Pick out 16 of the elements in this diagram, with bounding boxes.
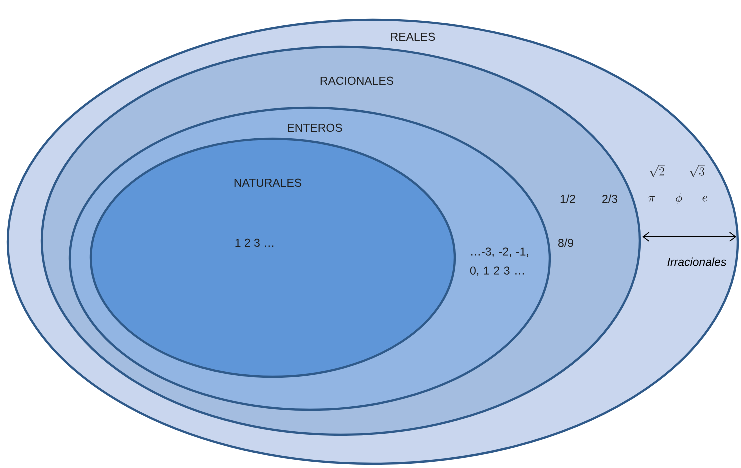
symbol-label: $e$	[702, 196, 708, 202]
symbol-label: $\phi$	[676, 194, 682, 204]
symbol-label: $\sqrt{3}$	[690, 165, 705, 178]
set-label: RACIONALES	[320, 76, 394, 86]
set-label: NATURALES	[234, 178, 302, 188]
symbol-label: $\sqrt{2}$	[650, 165, 665, 178]
number-label: 1/2	[560, 194, 576, 204]
number-label: 1 2 3 …	[236, 238, 274, 248]
double-arrow	[642, 232, 737, 242]
number-label: 2/3	[602, 194, 618, 204]
number-list: …-3, -2, -1, 0, 1 2 3 …	[470, 248, 528, 276]
set-label: REALES	[391, 32, 436, 42]
edge-label: Irracionales	[668, 258, 726, 266]
number-label: 8/9	[558, 238, 574, 248]
symbol-label: $\pi$	[648, 196, 656, 202]
set-label: ENTEROS	[288, 124, 342, 132]
